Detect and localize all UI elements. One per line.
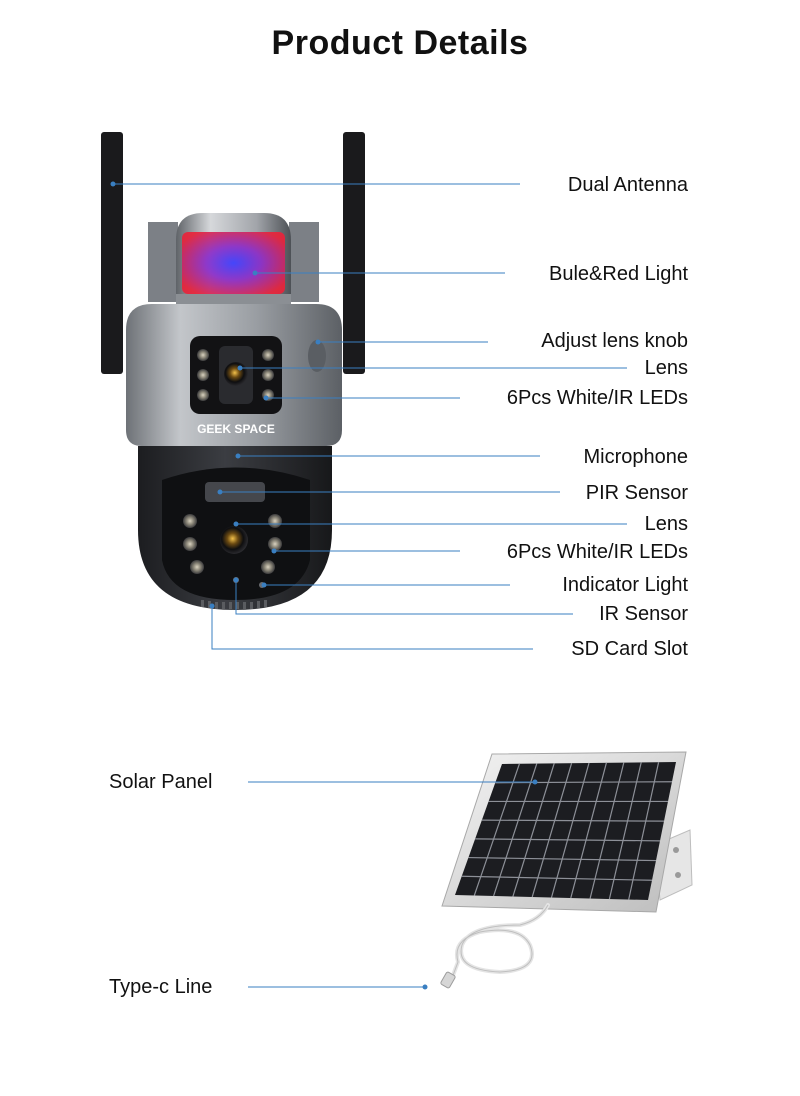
callout-sd-card-slot: SD Card Slot xyxy=(571,638,688,660)
callout-dual-antenna: Dual Antenna xyxy=(567,174,688,196)
callout-pir-sensor: PIR Sensor xyxy=(585,482,688,504)
callout-upper-leds: 6Pcs White/IR LEDs xyxy=(506,387,688,409)
callout-microphone: Microphone xyxy=(583,446,688,468)
siren-light xyxy=(182,232,285,294)
camera-illustration: GEEK SPACE xyxy=(101,132,365,610)
upper-lens xyxy=(224,362,248,386)
antenna-right xyxy=(343,132,365,374)
adjust-knob xyxy=(308,340,326,372)
brand-text: GEEK SPACE xyxy=(197,422,275,436)
solar-panel-cells xyxy=(455,762,676,900)
lower-led-array xyxy=(183,514,282,574)
type-c-plug xyxy=(440,971,456,989)
callout-ir-sensor: IR Sensor xyxy=(599,603,688,625)
callout-indicator-light: Indicator Light xyxy=(562,574,688,596)
type-c-cable xyxy=(450,903,550,980)
lower-lens xyxy=(220,526,248,554)
leader-dots xyxy=(110,181,538,990)
antenna-left xyxy=(101,132,123,374)
callout-type-c-line: Type-c Line xyxy=(109,976,213,998)
callout-blue-red-light: Bule&Red Light xyxy=(549,263,688,285)
page-title: Product Details xyxy=(271,24,529,62)
callout-upper-lens: Lens xyxy=(644,357,688,379)
leader-lines xyxy=(113,183,627,988)
solar-panel-illustration xyxy=(440,751,693,989)
callout-adjust-lens-knob: Adjust lens knob xyxy=(541,330,688,352)
callout-lower-lens: Lens xyxy=(644,513,688,535)
callout-lower-leds: 6Pcs White/IR LEDs xyxy=(506,541,688,563)
callout-solar-panel: Solar Panel xyxy=(109,771,213,793)
sd-card-vent xyxy=(201,600,267,609)
